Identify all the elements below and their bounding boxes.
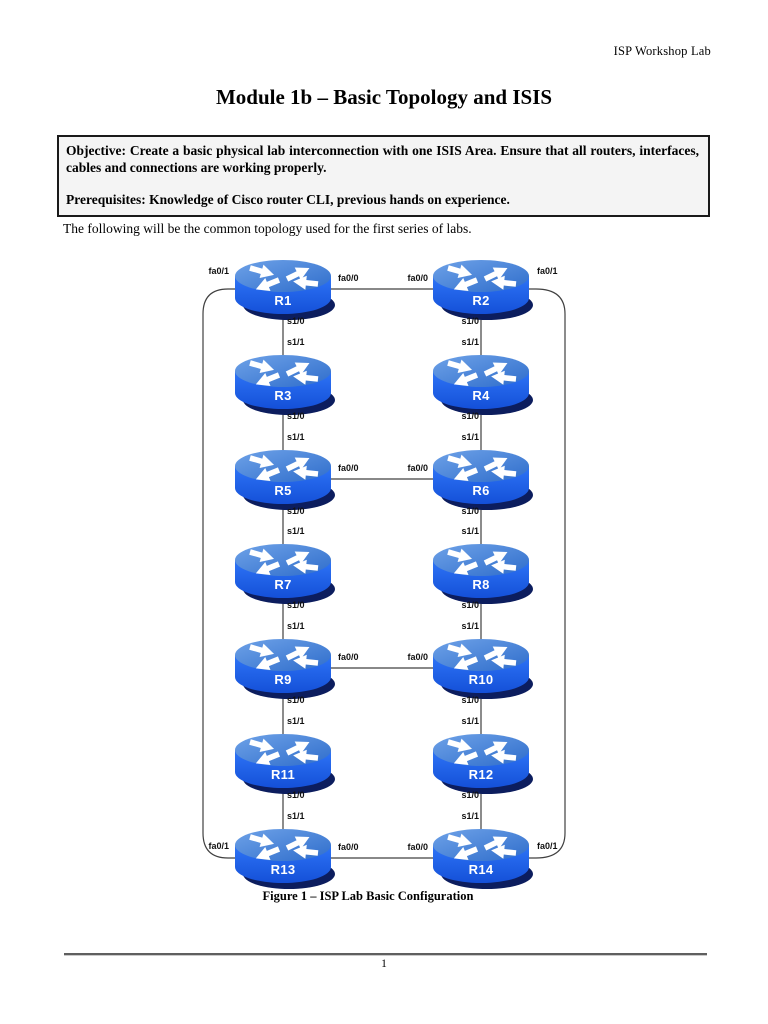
- router-icon: [231, 353, 335, 417]
- router-label: R3: [274, 388, 292, 403]
- router-label: R12: [468, 767, 494, 782]
- interface-label: s1/1: [287, 716, 305, 726]
- router-icon: [231, 542, 335, 606]
- page-header-text: ISP Workshop Lab: [613, 44, 711, 58]
- page-title: Module 1b – Basic Topology and ISIS: [215, 85, 553, 109]
- router-r5: R5: [231, 448, 335, 512]
- interface-label: s1/1: [461, 621, 479, 631]
- interface-label: s1/0: [287, 506, 305, 516]
- interface-label: s1/1: [461, 432, 479, 442]
- interface-label: s1/1: [287, 621, 305, 631]
- router-r7: R7: [231, 542, 335, 606]
- interface-label: fa0/1: [537, 266, 558, 276]
- interface-label: fa0/0: [338, 652, 359, 662]
- router-label: R4: [472, 388, 490, 403]
- interface-label: s1/1: [287, 337, 305, 347]
- interface-label: fa0/0: [407, 842, 428, 852]
- router-icon: [231, 637, 335, 701]
- router-icon: [429, 637, 533, 701]
- router-label: R1: [274, 293, 292, 308]
- router-label: R14: [468, 862, 494, 877]
- router-r8: R8: [429, 542, 533, 606]
- router-icon: [429, 827, 533, 891]
- router-label: R8: [472, 577, 490, 592]
- router-icon: [429, 258, 533, 322]
- router-label: R6: [472, 483, 490, 498]
- router-r6: R6: [429, 448, 533, 512]
- router-r12: R12: [429, 732, 533, 796]
- page-number: 1: [381, 958, 387, 970]
- interface-label: s1/1: [461, 337, 479, 347]
- interface-label: s1/0: [461, 600, 479, 610]
- interface-label: fa0/0: [338, 273, 359, 283]
- router-icon: [231, 258, 335, 322]
- router-r14: R14: [429, 827, 533, 891]
- router-r2: R2: [429, 258, 533, 322]
- router-r9: R9: [231, 637, 335, 701]
- interface-label: s1/1: [461, 811, 479, 821]
- interface-label: s1/0: [287, 790, 305, 800]
- interface-label: s1/0: [461, 316, 479, 326]
- intro-paragraph: The following will be the common topolog…: [63, 221, 472, 236]
- interface-label: s1/1: [461, 526, 479, 536]
- router-label: R9: [274, 672, 292, 687]
- router-r13: R13: [231, 827, 335, 891]
- interface-label: s1/0: [461, 790, 479, 800]
- router-icon: [429, 542, 533, 606]
- router-r10: R10: [429, 637, 533, 701]
- objective-box: Objective: Create a basic physical lab i…: [57, 135, 710, 217]
- interface-label: s1/0: [461, 506, 479, 516]
- interface-label: fa0/0: [338, 842, 359, 852]
- interface-label: fa0/0: [407, 273, 428, 283]
- router-label: R7: [274, 577, 292, 592]
- router-r3: R3: [231, 353, 335, 417]
- router-label: R2: [472, 293, 490, 308]
- router-r4: R4: [429, 353, 533, 417]
- interface-label: fa0/1: [208, 841, 229, 851]
- figure-caption: Figure 1 – ISP Lab Basic Configuration: [262, 889, 474, 903]
- objective-text: Objective: Create a basic physical lab i…: [66, 143, 699, 175]
- interface-label: fa0/0: [407, 463, 428, 473]
- router-icon: [231, 448, 335, 512]
- interface-label: fa0/0: [338, 463, 359, 473]
- interface-label: s1/1: [287, 432, 305, 442]
- router-icon: [231, 732, 335, 796]
- interface-label: s1/1: [287, 526, 305, 536]
- router-r1: R1: [231, 258, 335, 322]
- interface-label: s1/0: [461, 695, 479, 705]
- interface-label: fa0/1: [537, 841, 558, 851]
- router-label: R11: [270, 767, 296, 782]
- interface-label: s1/0: [287, 600, 305, 610]
- prerequisites-text: Prerequisites: Knowledge of Cisco router…: [66, 192, 510, 207]
- interface-label: s1/0: [461, 411, 479, 421]
- interface-label: s1/0: [287, 411, 305, 421]
- wire-outer-right: [481, 288, 566, 859]
- router-icon: [429, 448, 533, 512]
- interface-label: fa0/0: [407, 652, 428, 662]
- interface-label: fa0/1: [208, 266, 229, 276]
- router-icon: [429, 732, 533, 796]
- router-label: R5: [274, 483, 292, 498]
- router-label: R13: [270, 862, 296, 877]
- interface-label: s1/0: [287, 316, 305, 326]
- interface-label: s1/0: [287, 695, 305, 705]
- interface-label: s1/1: [461, 716, 479, 726]
- router-label: R10: [468, 672, 494, 687]
- wire-outer-left: [202, 288, 283, 859]
- router-icon: [231, 827, 335, 891]
- router-r11: R11: [231, 732, 335, 796]
- interface-label: s1/1: [287, 811, 305, 821]
- footer-rule: [64, 953, 707, 956]
- router-icon: [429, 353, 533, 417]
